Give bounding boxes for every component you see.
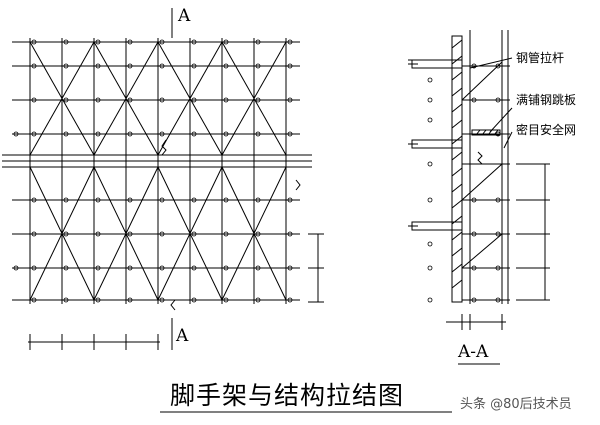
elevation-nodes [13,39,293,303]
section-label: A-A [458,342,489,362]
section-mark-top: A [178,6,191,26]
callout-steel-plank: 满铺钢跳板 [516,93,577,107]
callout-steel-tie-rod: 钢管拉杆 [516,51,565,65]
watermark: 头条 @80后技术员 [460,397,572,412]
drawing-title: 脚手架与结构拉结图 [170,381,405,410]
elevation-view [2,8,324,350]
section-mark-bottom: A [176,326,189,346]
callout-safety-net: 密目安全网 [516,123,577,137]
section-view [160,30,550,413]
